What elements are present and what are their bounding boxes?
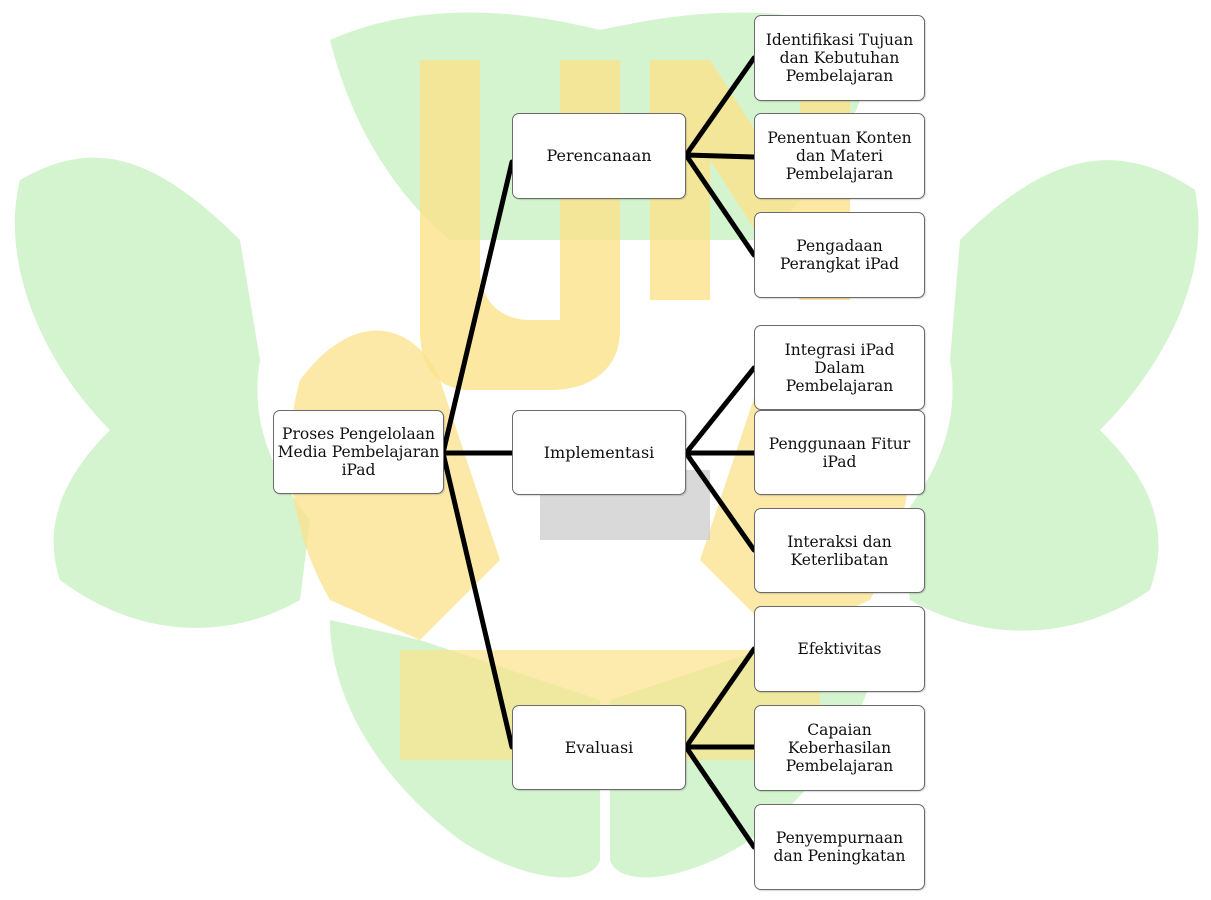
connector-root-evaluasi	[440, 450, 515, 750]
item-node-integrasi-ipad: Integrasi iPad Dalam Pembelajaran	[754, 325, 925, 410]
stage-node-perencanaan: Perencanaan	[512, 113, 686, 199]
connector-perencanaan-item-3	[683, 152, 757, 258]
connector-evaluasi-item-3	[683, 744, 757, 850]
root-node: Proses Pengelolaan Media Pembelajaran iP…	[273, 410, 444, 494]
stage-node-implementasi: Implementasi	[512, 410, 686, 495]
connector-evaluasi-item-1	[683, 646, 757, 750]
item-node-penyempurnaan: Penyempurnaan dan Peningkatan	[754, 804, 925, 890]
connector-perencanaan-item-2	[683, 152, 757, 160]
item-node-penentuan-konten: Penentuan Konten dan Materi Pembelajaran	[754, 113, 925, 199]
item-node-identifikasi-tujuan: Identifikasi Tujuan dan Kebutuhan Pembel…	[754, 15, 925, 101]
connector-perencanaan-item-1	[683, 55, 757, 158]
item-node-capaian-keberhasilan: Capaian Keberhasilan Pembelajaran	[754, 705, 925, 791]
connector-root-perencanaan	[440, 159, 515, 456]
item-node-pengadaan-perangkat: Pengadaan Perangkat iPad	[754, 212, 925, 298]
stage-node-evaluasi: Evaluasi	[512, 705, 686, 790]
item-node-penggunaan-fitur: Penggunaan Fitur iPad	[754, 410, 925, 495]
connector-implementasi-item-1	[683, 365, 757, 456]
item-node-interaksi-keterlibatan: Interaksi dan Keterlibatan	[754, 508, 925, 593]
connector-implementasi-item-3	[683, 450, 757, 553]
watermark-leaf-left	[14, 157, 311, 628]
item-node-efektivitas: Efektivitas	[754, 606, 925, 692]
watermark-leaf-right	[900, 160, 1199, 631]
